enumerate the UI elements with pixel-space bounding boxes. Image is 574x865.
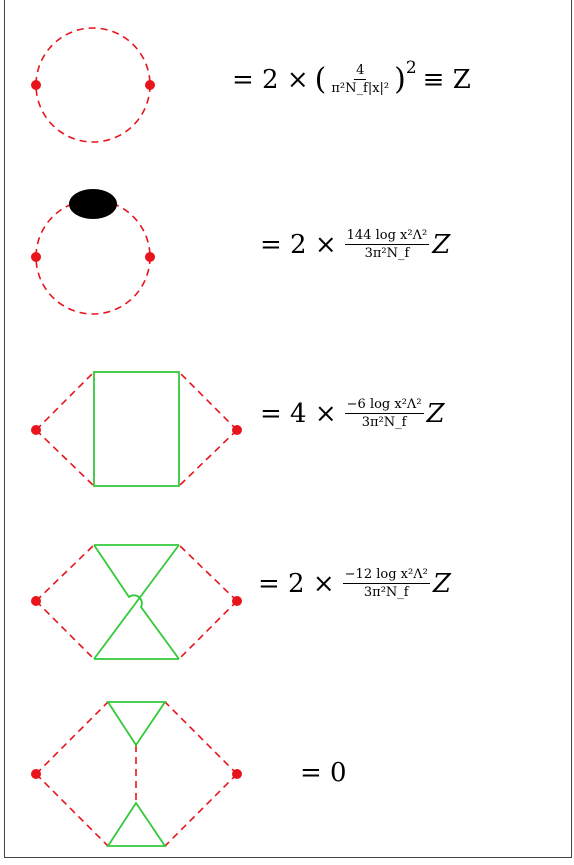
diagram-crossed xyxy=(31,544,242,660)
equation-row-4: = 2 × −12 log x²Λ² 3π²N_f Z xyxy=(258,567,451,600)
eq-rhs: Z xyxy=(432,229,451,260)
vertex-left xyxy=(31,769,41,779)
paren-open: ( xyxy=(314,62,327,97)
self-energy-blob xyxy=(69,189,117,219)
diagram-triangles xyxy=(31,701,242,847)
vertex-left xyxy=(31,252,41,262)
fraction: −6 log x²Λ² 3π²N_f xyxy=(344,397,424,430)
equation-row-3: = 4 × −6 log x²Λ² 3π²N_f Z xyxy=(260,397,445,430)
paren-close: ) xyxy=(394,62,406,97)
eq-lhs: = 2 × xyxy=(260,229,337,260)
equation-row-2: = 2 × 144 log x²Λ² 3π²N_f Z xyxy=(260,228,450,261)
equation-row-5: = 0 xyxy=(300,758,347,788)
fraction-denominator: 3π²N_f xyxy=(363,585,409,600)
fraction-denominator: 3π²N_f xyxy=(361,415,407,430)
vertex-left xyxy=(31,425,41,435)
fraction-numerator: −12 log x²Λ² xyxy=(342,567,430,584)
fraction-numerator: −6 log x²Λ² xyxy=(344,397,424,414)
vertex-right xyxy=(232,425,242,435)
eq-rhs: Z xyxy=(426,398,445,429)
eq-lhs: = 4 × xyxy=(260,398,337,429)
fermion-box xyxy=(93,371,180,487)
figure-frame xyxy=(4,0,572,858)
vertex-right xyxy=(145,252,155,262)
eq-rhs: Z xyxy=(432,568,451,599)
fermion-triangle-bottom xyxy=(106,801,167,847)
diagram-box xyxy=(31,371,242,487)
diagram-blob-loop xyxy=(31,189,155,315)
fermion-cross-b xyxy=(93,544,180,660)
fraction-numerator: 4 xyxy=(354,63,367,80)
fermion-triangle-top xyxy=(106,701,167,747)
vertex-left xyxy=(31,596,41,606)
exponent: 2 xyxy=(405,57,417,78)
fraction: 144 log x²Λ² 3π²N_f xyxy=(344,228,430,261)
eq-lhs: = 0 xyxy=(300,758,347,788)
vertex-right xyxy=(232,769,242,779)
vertex-left xyxy=(31,80,41,90)
eq-lhs: = 2 × xyxy=(232,64,309,95)
fraction: −12 log x²Λ² 3π²N_f xyxy=(342,567,430,600)
equation-row-1: = 2 × ( 4 π²N_f|x|² ) 2 ≡ Z xyxy=(232,58,471,98)
fraction-denominator: π²N_f|x|² xyxy=(331,81,390,96)
fraction: 4 π²N_f|x|² xyxy=(329,63,391,96)
vertex-right xyxy=(145,80,155,90)
fraction-numerator: 144 log x²Λ² xyxy=(344,228,430,245)
diagram-free-loop xyxy=(31,27,155,143)
eq-lhs: = 2 × xyxy=(258,568,335,599)
fraction-denominator: 3π²N_f xyxy=(364,246,410,261)
eq-rhs: ≡ Z xyxy=(422,64,471,95)
scalar-loop xyxy=(35,27,151,143)
vertex-right xyxy=(232,596,242,606)
